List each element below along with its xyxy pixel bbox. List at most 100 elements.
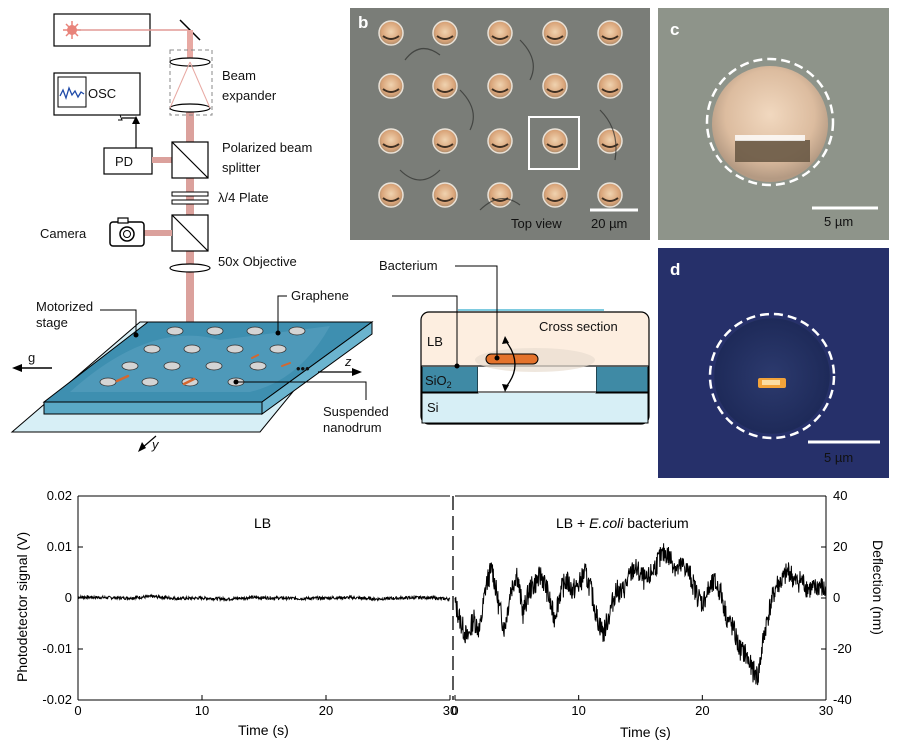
photodetector-box (103, 147, 153, 175)
nanodrum (597, 20, 623, 46)
graphene-label-a: Graphene (291, 288, 349, 303)
ytick-label-left: -0.01 (42, 641, 72, 656)
xtick-label: 30 (819, 703, 833, 718)
pbs-label-2: splitter (222, 160, 261, 175)
beam-expanded (186, 110, 194, 400)
scale-label-b: 20 µm (591, 216, 627, 231)
ytick-label-right: 40 (833, 488, 847, 503)
nanodrum (432, 182, 458, 208)
motorized-label-2: stage (36, 315, 68, 330)
panel-e-chart: LB LB + E.coli bacterium Time (s) Time (… (14, 488, 886, 740)
beam-expander-label-1: Beam (222, 68, 256, 83)
stage-front (43, 401, 263, 415)
nanodrum (487, 182, 513, 208)
xtick-label: 20 (319, 703, 333, 718)
panel-b-micrograph: b Top view 20 µm (350, 8, 650, 240)
sio2-left (421, 365, 479, 394)
si-label: Si (427, 400, 439, 415)
trace-lb (77, 593, 451, 603)
y-axis-label: y (151, 437, 160, 452)
lb-label: LB (427, 334, 443, 349)
g-axis-label: g (28, 350, 35, 365)
xtick-label: 20 (695, 703, 709, 718)
quarter-wave-plate (171, 191, 209, 197)
beam-expander-box (169, 49, 213, 116)
panel-a-setup: Beam expander OSC PD Polarized beam spli… (10, 13, 389, 452)
osc-label: OSC (88, 86, 116, 101)
scale-label-c: 5 µm (824, 214, 853, 229)
waveform-icon (59, 86, 85, 101)
nanodrum (487, 73, 513, 99)
selection-box (528, 116, 580, 170)
trace-lb-ecoli (454, 543, 827, 686)
suspended-label-1: Suspended (323, 404, 389, 419)
annotation-lb-ecoli: LB + E.coli bacterium (556, 515, 689, 531)
nanodrum (597, 73, 623, 99)
ylabel-left: Photodetector signal (V) (14, 532, 30, 682)
xlabel-left: Time (s) (238, 722, 289, 738)
nanodrum-grid (378, 20, 623, 208)
nanodrum (432, 128, 458, 154)
nanodrum (487, 20, 513, 46)
laser-icon (63, 21, 81, 39)
bacterium-cross (485, 353, 539, 365)
nanodrum (597, 182, 623, 208)
z-axis-label: z (344, 354, 352, 369)
camera-icon (109, 217, 145, 247)
panel-label-d: d (670, 260, 680, 279)
xtick-label: 30 (443, 703, 457, 718)
quarter-plate-label: λ/4 Plate (218, 190, 269, 205)
panel-label-c: c (670, 20, 679, 39)
graphene-sheet (70, 326, 330, 392)
drum-outline-d (708, 312, 836, 440)
objective-lens (169, 263, 211, 273)
bacterium-label: Bacterium (379, 258, 438, 273)
annotation-lb: LB (254, 515, 271, 531)
stage-side (261, 321, 373, 415)
nanodrum (597, 128, 623, 154)
objective-label: 50x Objective (218, 254, 297, 269)
xlabel-right: Time (s) (620, 724, 671, 740)
nanodrum-dark (714, 318, 830, 434)
panel-label-b: b (358, 13, 368, 32)
ytick-label-left: 0.02 (47, 488, 72, 503)
nanodrum (378, 182, 404, 208)
sio2-right (595, 365, 649, 394)
nanodrum (432, 73, 458, 99)
bacterium-c (735, 140, 810, 162)
cross-section-title: Cross section (539, 319, 618, 334)
si-layer (422, 392, 648, 423)
nanodrum (378, 73, 404, 99)
nanodrum (378, 128, 404, 154)
pbs-label-1: Polarized beam (222, 140, 312, 155)
nanodrum (542, 20, 568, 46)
xtick-label: 10 (571, 703, 585, 718)
nanodrum-closeup (712, 66, 828, 182)
xtick-label: 0 (74, 703, 81, 718)
beam-expander-label-2: expander (222, 88, 277, 103)
ytick-label-right: -40 (833, 692, 852, 707)
motion-arrow (504, 339, 516, 389)
nanodrum (542, 182, 568, 208)
ytick-label-left: -0.02 (42, 692, 72, 707)
nanodrum (542, 128, 568, 154)
ytick-label-left: 0.01 (47, 539, 72, 554)
motorized-label-1: Motorized (36, 299, 93, 314)
panel-c-micrograph: c 5 µm (658, 8, 889, 240)
ytick-label-right: 20 (833, 539, 847, 554)
xtick-label: 10 (195, 703, 209, 718)
ytick-label-right: 0 (833, 590, 840, 605)
camera-label: Camera (40, 226, 87, 241)
ellipsis-label: ••• (296, 361, 310, 376)
sio2-label: SiO2 (425, 373, 452, 390)
ytick-label-right: -20 (833, 641, 852, 656)
ylabel-right: Deflection (nm) (870, 540, 886, 635)
ytick-label-left: 0 (65, 590, 72, 605)
nanodrum (487, 128, 513, 154)
nanodrum (378, 20, 404, 46)
drum-outline-c (705, 57, 835, 187)
top-view-label: Top view (511, 216, 562, 231)
panel-d-micrograph: d 5 µm (658, 248, 889, 478)
pd-label: PD (115, 154, 133, 169)
